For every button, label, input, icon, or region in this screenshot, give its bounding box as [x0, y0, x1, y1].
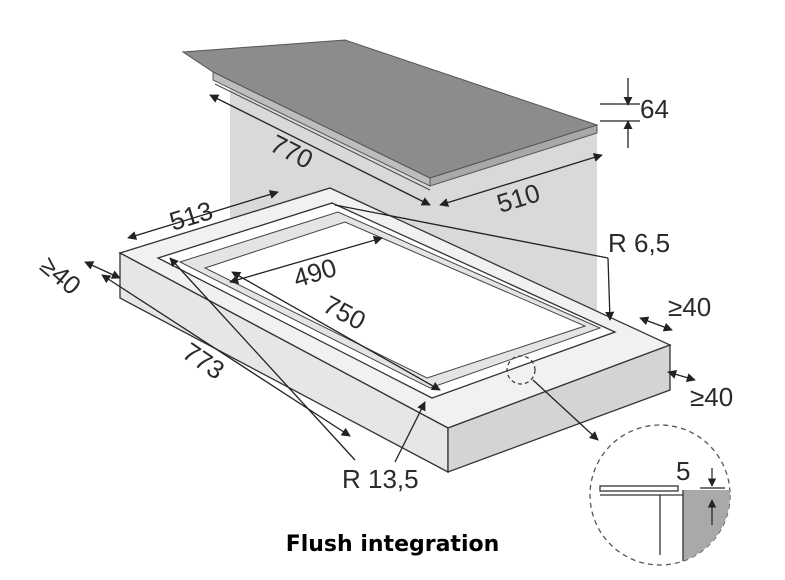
- dim-hob-height: 64: [640, 94, 669, 124]
- dim-radius-outer: R 13,5: [342, 464, 419, 494]
- dim-detail-recess: 5: [676, 456, 690, 486]
- dim-clearance-right-bottom: ≥40: [690, 382, 733, 412]
- dim-clearance-left: ≥40: [35, 250, 87, 301]
- diagram-caption: Flush integration: [285, 532, 500, 557]
- dim-radius-inner: R 6,5: [608, 228, 670, 258]
- dim-clearance-right-top: ≥40: [668, 292, 711, 322]
- dimension-lines: [84, 78, 696, 463]
